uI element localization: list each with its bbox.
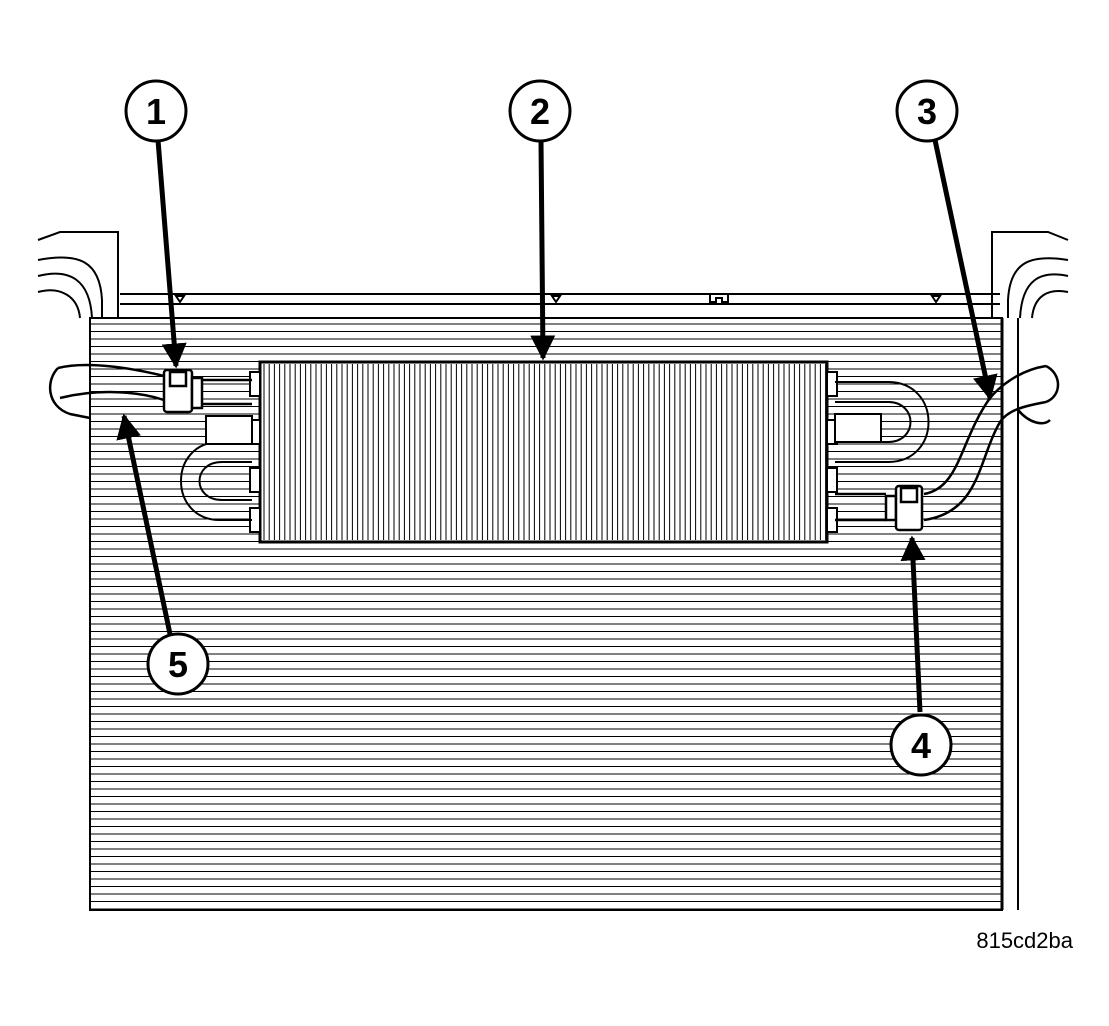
left-cooler-line <box>48 363 252 420</box>
leader-line-2 <box>530 139 556 361</box>
left-mount-bracket <box>37 231 119 319</box>
upper-tank <box>120 293 1000 319</box>
leader-line-3 <box>932 139 998 401</box>
right-cooler-line <box>835 364 1060 522</box>
callout-2: 2 <box>508 79 572 143</box>
callout-2-label: 2 <box>530 91 550 132</box>
callout-1-label: 1 <box>146 91 166 132</box>
leader-line-5 <box>116 413 173 635</box>
left-u-tube <box>180 415 253 521</box>
left-hose-clamp <box>162 368 204 414</box>
callout-3-label: 3 <box>917 91 937 132</box>
right-u-tube <box>834 381 930 463</box>
callout-5-label: 5 <box>168 644 188 685</box>
transmission-oil-cooler <box>258 360 829 544</box>
callout-3: 3 <box>895 79 959 143</box>
leader-lines <box>116 139 998 713</box>
callout-1: 1 <box>124 79 188 143</box>
leader-line-4 <box>900 535 926 713</box>
figure-id: 815cd2ba <box>976 928 1073 953</box>
callout-4: 4 <box>889 713 953 777</box>
callout-5: 5 <box>146 632 210 696</box>
right-mount-bracket <box>991 231 1069 319</box>
callout-4-label: 4 <box>911 725 931 766</box>
leader-line-1 <box>155 139 187 369</box>
right-hose-clamp <box>884 484 924 532</box>
